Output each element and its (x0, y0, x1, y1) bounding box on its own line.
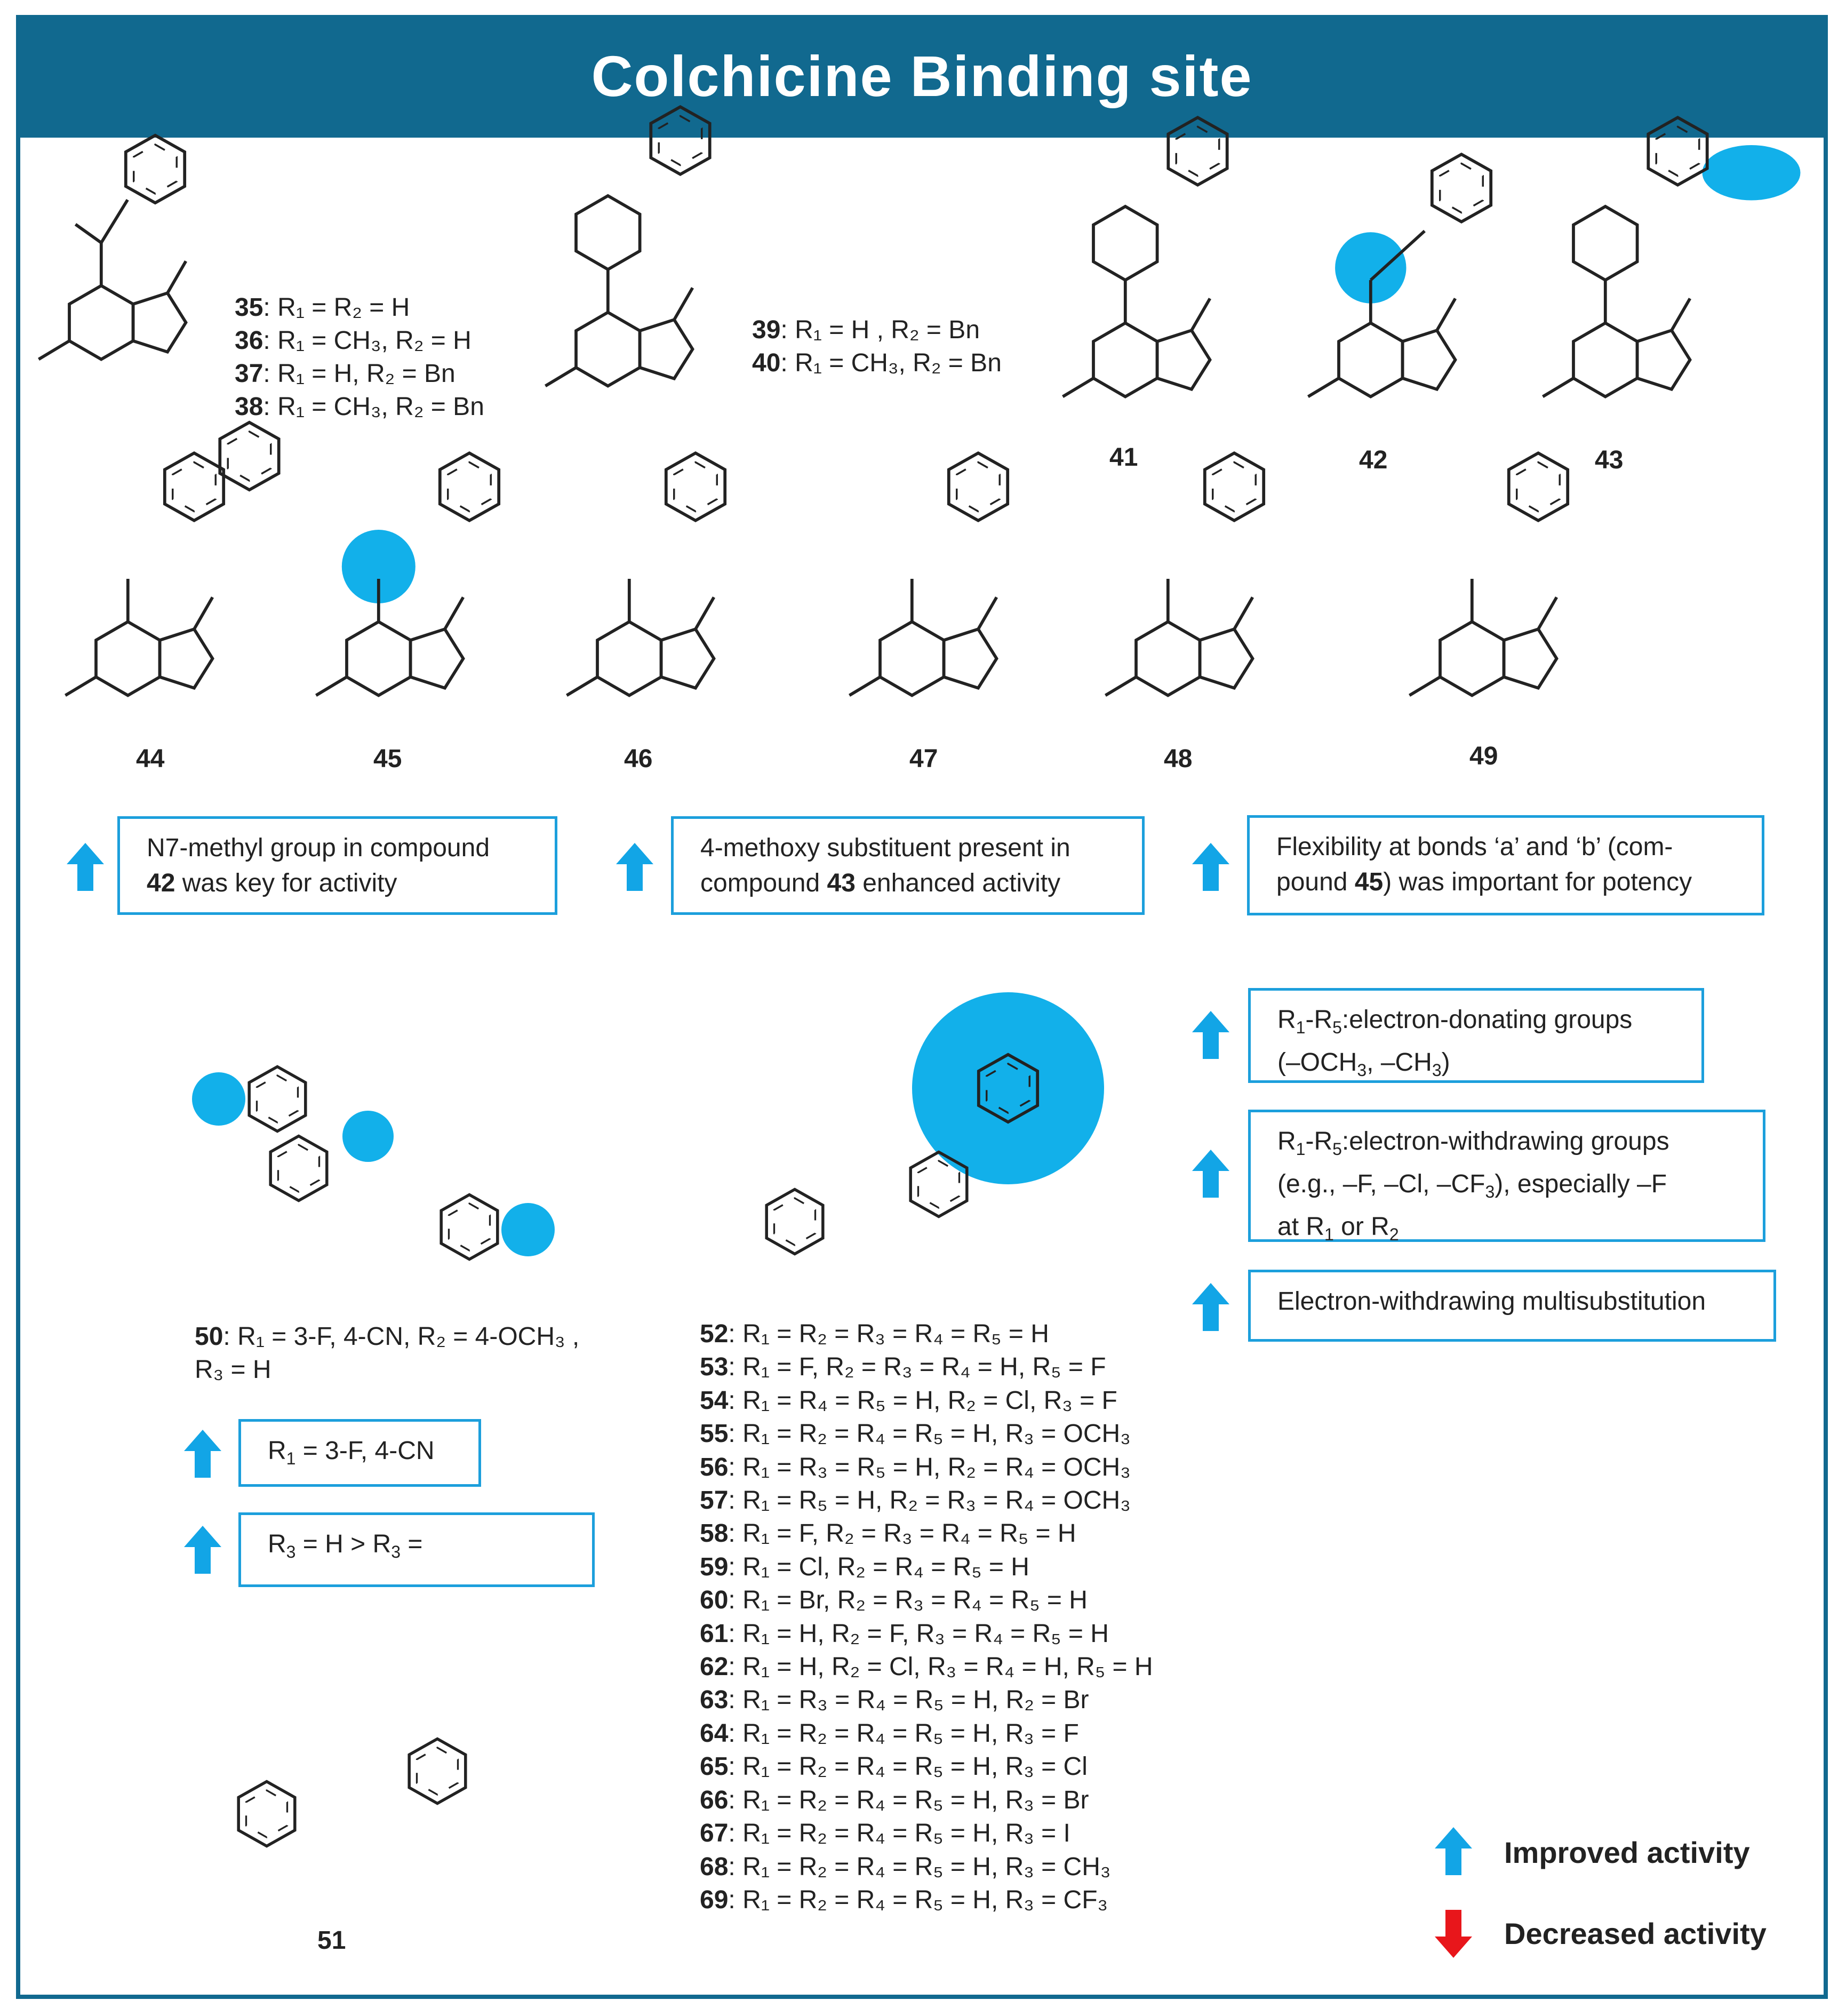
list-item: 67: R₁ = R₂ = R₄ = R₅ = H, R₃ = I (700, 1819, 1070, 1848)
structure-41 (1063, 117, 1227, 396)
highlight-bonds-ab (341, 530, 415, 603)
legend-improved: Improved activity (1504, 1836, 1750, 1869)
structure-45 (316, 453, 499, 695)
highlight-methoxy (1702, 145, 1801, 201)
highlight-n7 (1335, 232, 1407, 304)
compound-label-51: 51 (317, 1926, 346, 1955)
annotation-4-methoxy: 4-methoxy substituent present in compoun… (671, 816, 1145, 915)
structure-49 (1410, 453, 1568, 695)
list-item: 62: R₁ = H, R₂ = Cl, R₃ = R₄ = H, R₅ = H (700, 1653, 1153, 1682)
list-item: 66: R₁ = R₂ = R₄ = R₅ = H, R₃ = Br (700, 1786, 1089, 1814)
annotation-electron-donating: R1-R5:electron-donating groups (–OCH3, –… (1248, 988, 1704, 1083)
highlight-r1 (192, 1072, 245, 1126)
annotation-n7-methyl: N7-methyl group in compound 42 was key f… (117, 816, 557, 915)
list-item: 39: R₁ = H , R₂ = Bn (752, 316, 980, 344)
compound-label-44: 44 (136, 745, 165, 773)
highlight-r2 (501, 1203, 555, 1256)
structure-44 (66, 423, 279, 696)
list-item: 40: R₁ = CH₃, R₂ = Bn (752, 349, 1002, 377)
highlight-r3 (342, 1111, 394, 1162)
list-item: 57: R₁ = R₅ = H, R₂ = R₃ = R₄ = OCH₃ (700, 1486, 1131, 1515)
annotation-r1: R1 = 3-F, 4-CN (238, 1419, 481, 1487)
up-arrow-icon (1435, 1827, 1472, 1875)
up-arrow-icon (1192, 1283, 1229, 1331)
list-item: 55: R₁ = R₂ = R₄ = R₅ = H, R₃ = OCH₃ (700, 1420, 1131, 1448)
annotation-flexibility: Flexibility at bonds ‘a’ and ‘b’ (com- p… (1247, 815, 1764, 915)
structure-46 (567, 453, 725, 695)
list-series-52: 52: R₁ = R₂ = R₃ = R₄ = R₅ = H 53: R₁ = F… (700, 1318, 1153, 1917)
highlight-benzyl-ring (912, 992, 1104, 1184)
structure-51 (238, 1739, 466, 1846)
list-series-35: 35: R₁ = R₂ = H 36: R₁ = CH₃, R₂ = H 37:… (235, 291, 484, 424)
list-item: 58: R₁ = F, R₂ = R₃ = R₄ = R₅ = H (700, 1519, 1076, 1548)
up-arrow-icon (1192, 843, 1229, 891)
annotation-r3: R3 = H > R3 = (238, 1512, 595, 1587)
compound-label-45: 45 (373, 745, 402, 773)
list-item: 36: R₁ = CH₃, R₂ = H (235, 326, 472, 355)
up-arrow-icon (184, 1430, 221, 1478)
scaffold-39-40 (546, 107, 710, 386)
annotation-electron-withdrawing: R1-R5:electron-withdrawing groups (e.g.,… (1248, 1110, 1765, 1244)
compound-label-43: 43 (1595, 446, 1624, 474)
up-arrow-icon (1192, 1150, 1229, 1198)
scaffold-52-69 (766, 992, 1104, 1254)
list-item: 68: R₁ = R₂ = R₄ = R₅ = H, R₃ = CH₃ (700, 1852, 1111, 1881)
structure-43 (1543, 117, 1801, 396)
compound-label-42: 42 (1359, 446, 1388, 474)
compound-label-47: 47 (909, 745, 938, 773)
list-item: 63: R₁ = R₃ = R₄ = R₅ = H, R₂ = Br (700, 1686, 1089, 1715)
list-item: 38: R₁ = CH₃, R₂ = Bn (235, 393, 484, 421)
structure-47 (850, 453, 1008, 695)
structure-42 (1308, 154, 1491, 396)
scaffold-35-38 (39, 136, 186, 360)
list-series-39: 39: R₁ = H , R₂ = Bn 40: R₁ = CH₃, R₂ = … (752, 314, 1002, 380)
list-item: 52: R₁ = R₂ = R₃ = R₄ = R₅ = H (700, 1320, 1049, 1348)
list-item: 69: R₁ = R₂ = R₄ = R₅ = H, R₃ = CF₃ (700, 1885, 1108, 1914)
annotation-multisubstitution: Electron-withdrawing multisubstitution (1248, 1270, 1776, 1342)
title-bar: Colchicine Binding site (16, 15, 1828, 138)
list-item: 59: R₁ = Cl, R₂ = R₄ = R₅ = H (700, 1552, 1029, 1581)
legend-decreased: Decreased activity (1504, 1917, 1767, 1950)
down-arrow-icon (1435, 1910, 1472, 1958)
page-title: Colchicine Binding site (591, 44, 1253, 108)
list-item: 64: R₁ = R₂ = R₄ = R₅ = H, R₃ = F (700, 1719, 1079, 1748)
list-item: 53: R₁ = F, R₂ = R₃ = R₄ = H, R₅ = F (700, 1353, 1106, 1382)
list-item: 35: R₁ = R₂ = H (235, 293, 410, 322)
list-compound-50: 50: R₁ = 3-F, 4-CN, R₂ = 4-OCH₃ , R₃ = H (195, 1320, 579, 1387)
list-item: 50: R₁ = 3-F, 4-CN, R₂ = 4-OCH₃ , (195, 1322, 580, 1351)
list-item: 37: R₁ = H, R₂ = Bn (235, 360, 455, 388)
compound-label-41: 41 (1109, 443, 1138, 472)
compound-label-46: 46 (624, 745, 653, 773)
list-item: 61: R₁ = H, R₂ = F, R₃ = R₄ = R₅ = H (700, 1619, 1109, 1648)
compound-label-49: 49 (1469, 742, 1498, 770)
list-item: 60: R₁ = Br, R₂ = R₃ = R₄ = R₅ = H (700, 1586, 1088, 1615)
up-arrow-icon (67, 843, 104, 891)
structure-50 (192, 1067, 555, 1260)
compound-label-48: 48 (1164, 745, 1193, 773)
up-arrow-icon (616, 843, 653, 891)
list-item: 56: R₁ = R₃ = R₅ = H, R₂ = R₄ = OCH₃ (700, 1453, 1131, 1481)
up-arrow-icon (1192, 1011, 1229, 1059)
structure-48 (1106, 453, 1264, 695)
list-item: 65: R₁ = R₂ = R₄ = R₅ = H, R₃ = Cl (700, 1752, 1088, 1781)
up-arrow-icon (184, 1526, 221, 1574)
list-item: 54: R₁ = R₄ = R₅ = H, R₂ = Cl, R₃ = F (700, 1386, 1117, 1415)
list-item: R₃ = H (195, 1356, 271, 1384)
